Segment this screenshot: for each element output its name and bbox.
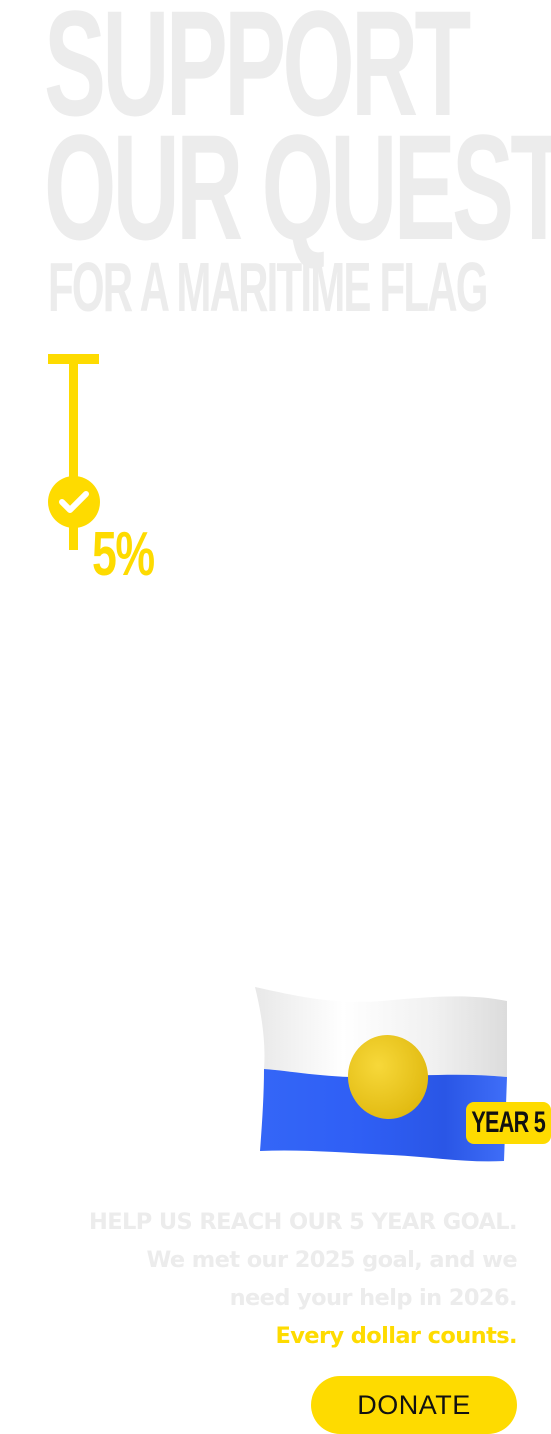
message-goal-heading: HELP US REACH OUR 5 YEAR GOAL.: [88, 1209, 518, 1235]
donation-message: HELP US REACH OUR 5 YEAR GOAL. We met ou…: [37, 1203, 518, 1355]
maritime-flag-icon: [255, 987, 507, 1162]
year-badge: YEAR 5: [466, 1102, 551, 1144]
message-line-2: We met our 2025 goal, and we: [146, 1247, 518, 1273]
hero-line-our-quest: OUR QUEST: [44, 103, 551, 271]
message-line-3: need your help in 2026.: [229, 1285, 518, 1311]
message-every-dollar: Every dollar counts.: [275, 1323, 517, 1349]
progress-track: [69, 354, 78, 550]
progress-percent: 5%: [92, 520, 155, 589]
check-icon: [59, 491, 89, 513]
hero-line-support: SUPPORT: [44, 0, 471, 147]
progress-marker: [48, 476, 100, 528]
hero-line-maritime-flag: FOR A MARITIME FLAG: [48, 248, 488, 326]
donate-button[interactable]: DONATE: [311, 1376, 517, 1434]
year-badge-label: YEAR 5: [471, 1106, 546, 1139]
maritime-flag-image: [252, 985, 514, 1167]
progress-tracker: 5%: [48, 354, 168, 594]
